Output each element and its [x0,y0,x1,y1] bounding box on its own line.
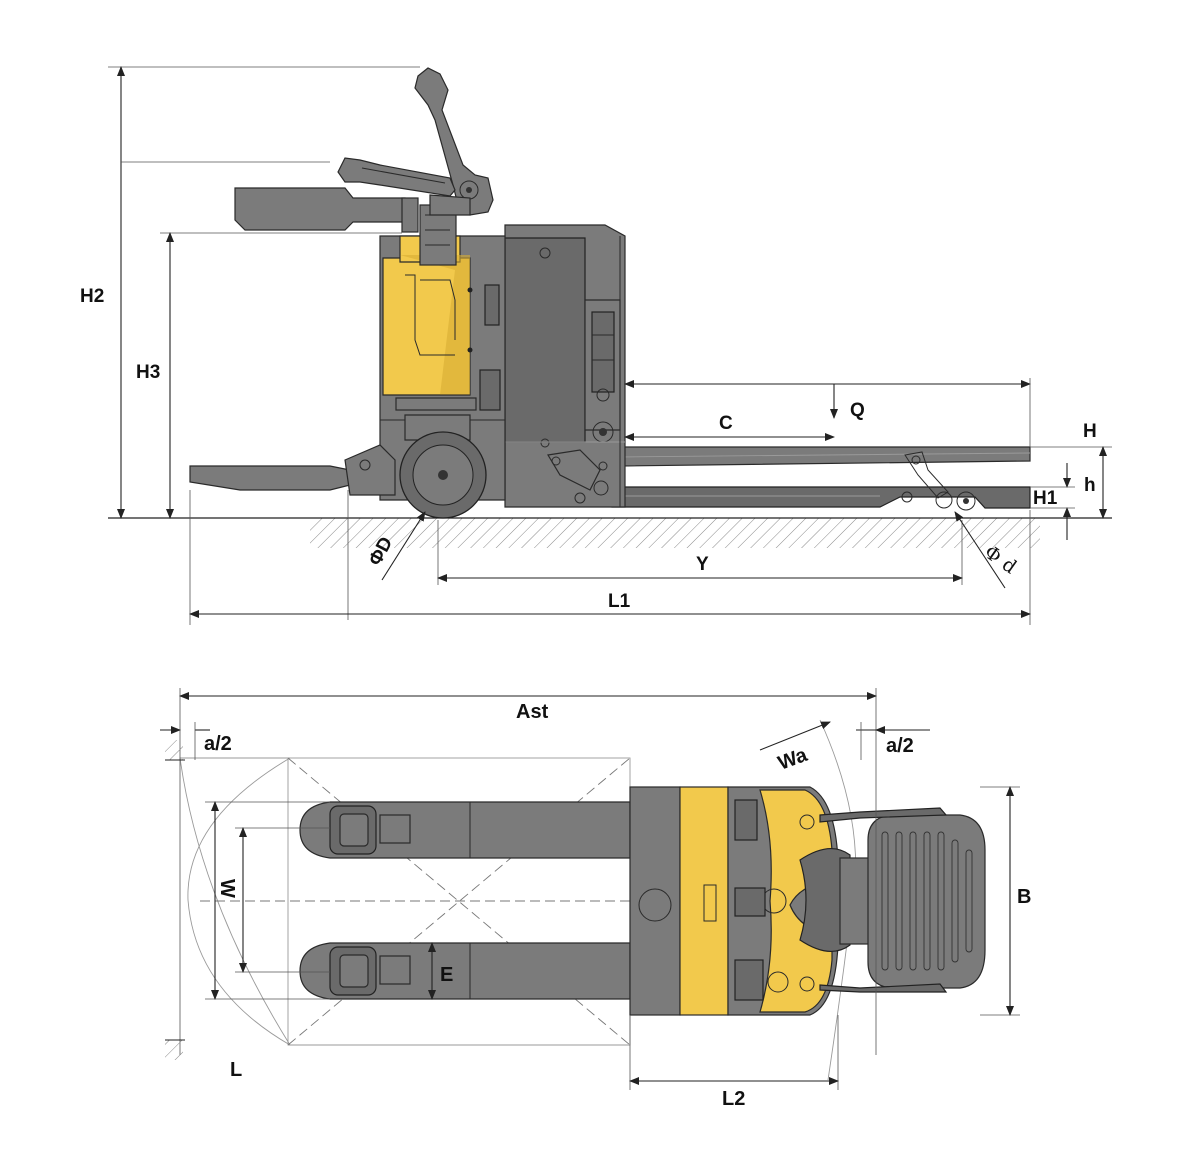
label-Q: Q [850,400,865,421]
label-Ast: Ast [516,701,549,723]
label-H: H [1083,421,1097,442]
chassis-top [629,786,851,1016]
ground-hatch [310,518,1040,548]
top-view: Ast a/2 a/2 Wa W E B L L2 [160,688,1031,1110]
top-dimensions [160,688,1020,1090]
label-W: W [216,879,238,898]
side-dimensions [108,66,1112,625]
drive-wheel-side [399,414,487,519]
label-H3: H3 [136,362,160,383]
chassis-side [504,224,626,508]
label-h: h [1084,475,1096,496]
label-H1: H1 [1033,488,1058,509]
label-B: B [1017,886,1031,908]
label-L: L [230,1059,242,1081]
tiller-side [337,67,494,216]
rear-arm-side [189,444,396,496]
label-Y: Y [696,554,709,575]
platform-top [819,807,986,993]
label-a2-right: a/2 [886,735,914,757]
label-a2-left: a/2 [204,733,232,755]
platform-side [234,187,419,233]
label-E: E [440,964,453,986]
fork-top-lower [299,942,631,1000]
label-L1: L1 [608,591,631,612]
turning-envelope [179,757,630,1046]
label-H2: H2 [80,286,104,307]
side-view: H2 H3 Q C H h H1 Y L1 ΦD Φ d [80,66,1112,625]
label-Wa: Wa [775,744,811,775]
fork-top-upper [299,801,631,859]
fork-side [611,446,1031,511]
label-L2: L2 [722,1088,745,1110]
label-C: C [719,413,733,434]
